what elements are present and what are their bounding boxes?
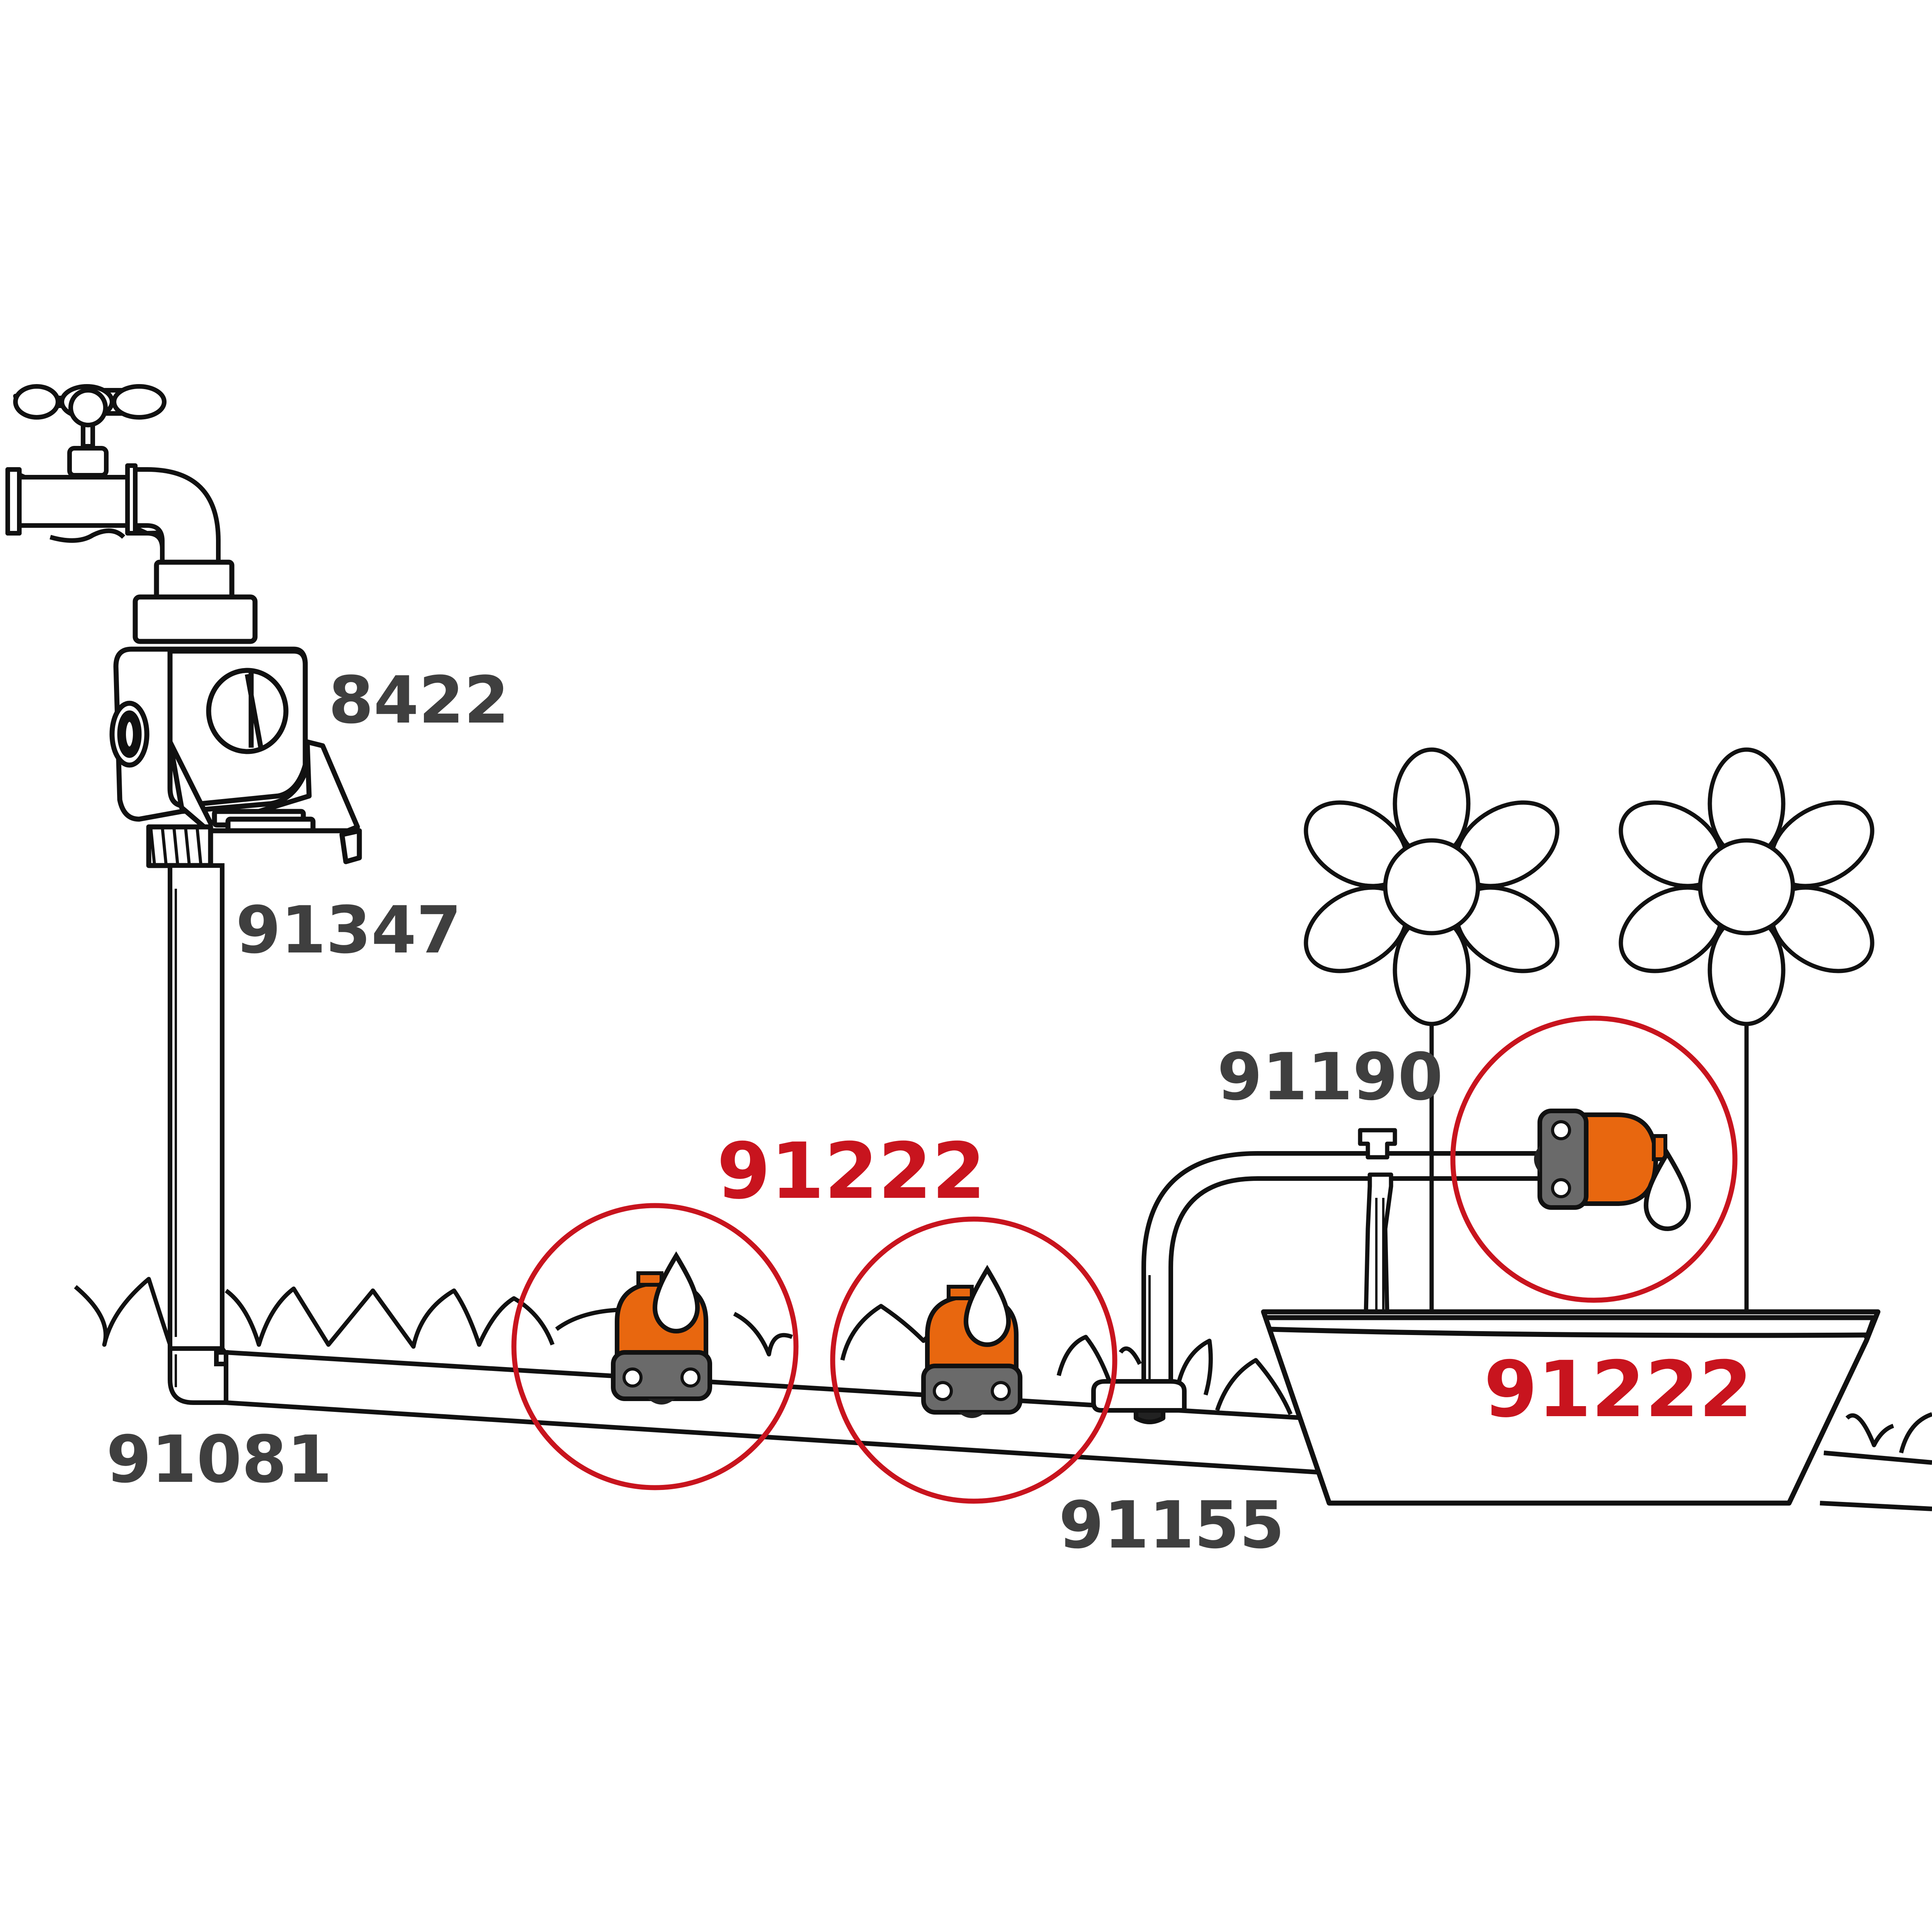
tap-timer-icon <box>109 560 362 868</box>
highlight-circle <box>830 1216 1117 1504</box>
label-stake: 91190 <box>1217 1039 1443 1115</box>
label-dripper-planter: 91222 <box>1484 1345 1753 1435</box>
label-tap-timer: 8422 <box>328 662 509 738</box>
label-elbow: 91081 <box>106 1422 332 1497</box>
planter-box-icon <box>1261 1309 1881 1506</box>
water-drop-icon <box>966 1269 1009 1345</box>
faucet-icon <box>5 384 221 566</box>
flower-icon <box>1606 750 1887 1024</box>
water-drop-icon <box>655 1256 697 1331</box>
grass <box>74 1277 1932 1454</box>
label-dripper-main: 91222 <box>717 1126 986 1216</box>
highlight-circles <box>511 1015 1738 1504</box>
highlight-circle <box>1450 1015 1738 1303</box>
label-pipe-adapter: 91347 <box>236 892 461 968</box>
label-tee: 91155 <box>1059 1487 1284 1563</box>
riser-pipe <box>168 863 228 1405</box>
highlight-circle <box>511 1203 799 1490</box>
flower-icon <box>1291 750 1572 1024</box>
flower-stems <box>1429 974 1749 1312</box>
stake-icon <box>1358 1128 1397 1316</box>
